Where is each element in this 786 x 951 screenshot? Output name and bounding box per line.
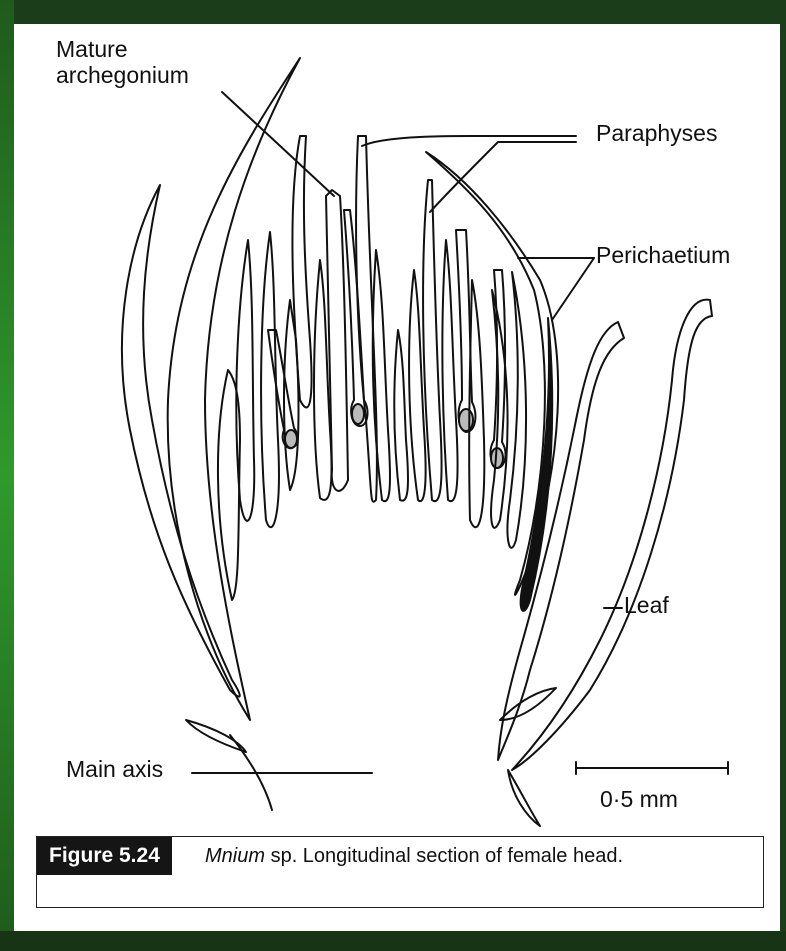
leader-archegonium bbox=[222, 92, 334, 196]
label-scale-bar: 0·5 mm bbox=[600, 786, 678, 813]
paraphysis-8 bbox=[442, 240, 457, 501]
figure-caption: Figure 5.24 Mnium sp. Longitudinal secti… bbox=[36, 836, 764, 908]
paraphysis-5 bbox=[394, 330, 408, 501]
left-basal-leaf bbox=[186, 720, 246, 752]
caption-description: sp. Longitudinal section of female head. bbox=[265, 845, 623, 867]
caption-genus: Mnium bbox=[205, 845, 265, 867]
paraphysis-1 bbox=[292, 136, 311, 408]
perichaetial-leaf-r1 bbox=[469, 280, 484, 527]
egg-cell-2 bbox=[352, 404, 364, 424]
archegonium-3 bbox=[456, 230, 475, 432]
egg-cell-3 bbox=[459, 409, 473, 431]
label-perichaetium: Perichaetium bbox=[596, 242, 730, 269]
perichaetial-leaf-l4 bbox=[284, 300, 298, 490]
frame-bottom-border bbox=[0, 931, 786, 951]
leader-paraphyses bbox=[362, 136, 576, 212]
label-main-axis: Main axis bbox=[66, 756, 163, 783]
label-leaf: Leaf bbox=[624, 592, 669, 619]
frame-top-border bbox=[0, 0, 786, 24]
perichaetial-leaf-r3 bbox=[508, 272, 527, 548]
egg-cell-1 bbox=[285, 430, 297, 448]
mature-archegonium bbox=[326, 190, 348, 491]
label-mature-archegonium-line1: Mature bbox=[56, 36, 128, 63]
label-mature-archegonium-line2: archegonium bbox=[56, 62, 189, 89]
right-basal-leaf bbox=[508, 770, 540, 826]
outer-left-leaf bbox=[168, 58, 300, 720]
label-paraphyses: Paraphyses bbox=[596, 120, 717, 147]
leader-perichaetium-2 bbox=[552, 258, 594, 320]
frame-left-border bbox=[0, 0, 14, 951]
perichaetial-leaf-l2 bbox=[236, 240, 254, 521]
figure-number-label: Figure 5.24 bbox=[37, 837, 172, 875]
figure-caption-text: Mnium sp. Longitudinal section of female… bbox=[205, 837, 623, 875]
frame-right-border bbox=[780, 0, 786, 951]
perichaetial-leaf-l3 bbox=[261, 232, 279, 527]
